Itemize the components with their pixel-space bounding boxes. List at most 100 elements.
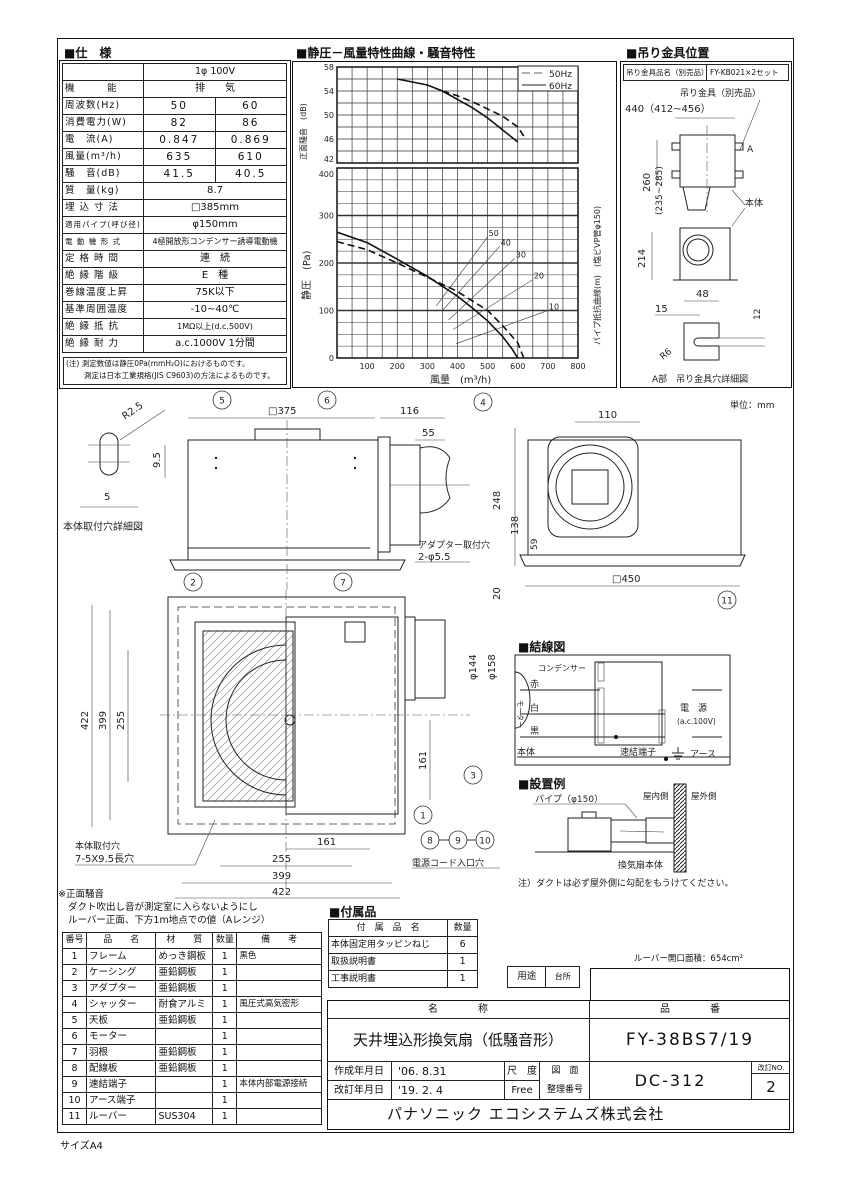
chart-box <box>292 61 617 388</box>
title-block: 名 称 品 番 天井埋込形換気扇（低騒音形） FY-38BS7/19 作成年月日… <box>327 968 790 1130</box>
noise-note-title: ※正面騒音 <box>58 889 104 900</box>
parts-cell <box>236 1044 322 1061</box>
created-date: '06. 8.31 <box>392 1062 505 1081</box>
spec-value-60hz: 610 <box>214 148 287 166</box>
spec-label: 機 能 <box>62 80 144 98</box>
parts-cell <box>155 1028 214 1045</box>
parts-cell: 2 <box>62 964 87 981</box>
wiring-title: ■結線図 <box>518 640 566 654</box>
spec-value-50hz: 41.5 <box>143 165 216 183</box>
revised-date: '19. 2. 4 <box>392 1081 505 1100</box>
number-header: 品 番 <box>590 1000 790 1019</box>
spec-value: 75K以下 <box>143 284 287 302</box>
spec-row: 埋 込 寸 法□385mm <box>62 199 287 217</box>
drawing-label: 図 面 <box>551 1066 579 1076</box>
spec-value: φ150mm <box>143 216 287 234</box>
parts-cell: 1 <box>212 1044 238 1061</box>
parts-cell: 亜鉛鋼板 <box>155 1044 214 1061</box>
parts-cell: SUS304 <box>155 1108 214 1125</box>
parts-cell: 1 <box>212 980 238 997</box>
spec-value-50hz: 82 <box>143 114 216 132</box>
noise-note-line2: ルーバー正面、下方1m地点での値（Aレンジ） <box>68 915 271 926</box>
parts-cell: 11 <box>62 1108 87 1125</box>
parts-cell: ケーシング <box>85 964 157 981</box>
parts-cell: 1 <box>212 1076 238 1093</box>
accessory-name: 本体固定用タッピンねじ <box>327 936 449 954</box>
parts-cell: 9 <box>62 1076 87 1093</box>
spec-value-60hz: 40.5 <box>214 165 287 183</box>
spec-label: 巻線温度上昇 <box>62 284 144 302</box>
parts-cell: 亜鉛鋼板 <box>155 980 214 997</box>
parts-cell: 1 <box>62 948 87 965</box>
spec-label: 騒 音(dB) <box>62 165 144 183</box>
parts-cell: 4 <box>62 996 87 1013</box>
parts-cell: 10 <box>62 1092 87 1109</box>
parts-cell: 亜鉛鋼板 <box>155 964 214 981</box>
bracket-box <box>620 61 792 388</box>
spec-value: 8.7 <box>143 182 287 200</box>
scale-value: Free <box>505 1081 540 1100</box>
parts-header-row: 番号品 名材 質数量備 考 <box>62 932 322 949</box>
parts-cell: 1 <box>212 964 238 981</box>
spec-note-1: (注) 測定数値は静圧0Pa(mmH₂O)におけるものです。 <box>66 359 250 368</box>
parts-header: 材 質 <box>155 932 214 949</box>
created-label: 作成年月日 <box>327 1062 392 1081</box>
parts-cell: 配線板 <box>85 1060 157 1077</box>
spec-title: ■仕 様 <box>64 46 112 60</box>
parts-cell: 黒色 <box>236 948 322 965</box>
spec-label: 消費電力(W) <box>62 114 144 132</box>
parts-cell: 6 <box>62 1028 87 1045</box>
bracket-product-value: FY-KB021×2セット <box>710 68 779 77</box>
parts-cell: 亜鉛鋼板 <box>155 1060 214 1077</box>
spec-value-50hz: 0.847 <box>143 131 216 149</box>
parts-cell <box>236 964 322 981</box>
spec-value-60hz: 60 <box>214 97 287 115</box>
parts-header: 備 考 <box>236 932 322 949</box>
product-number: FY-38BS7/19 <box>590 1019 790 1062</box>
spec-value-60hz: 86 <box>214 114 287 132</box>
accessories-header: 付 属 品 名 <box>327 919 449 937</box>
name-header: 名 称 <box>327 1000 590 1019</box>
parts-cell: フレーム <box>85 948 157 965</box>
parts-header: 番号 <box>62 932 87 949</box>
parts-cell: めっき鋼板 <box>155 948 214 965</box>
parts-cell: ルーバー <box>85 1108 157 1125</box>
spec-corner <box>62 63 144 81</box>
usage-table: 用途台所 <box>506 966 580 988</box>
parts-cell: アース端子 <box>85 1092 157 1109</box>
parts-cell <box>236 1060 322 1077</box>
parts-cell: 1 <box>212 1012 238 1029</box>
spec-label: 風量(m³/h) <box>62 148 144 166</box>
spec-label: 基準周囲温度 <box>62 301 144 319</box>
noise-note-line1: ダクト吹出し音が測定室に入らないようにし <box>68 902 258 913</box>
spec-label: 電 動 機 形 式 <box>62 233 144 251</box>
spec-value: E 種 <box>143 267 287 285</box>
accessory-name: 工事説明書 <box>327 970 449 988</box>
install-title: ■設置例 <box>518 777 566 791</box>
spec-value: 1MΩ以上(d.c.500V) <box>143 318 287 336</box>
spec-label: 埋 込 寸 法 <box>62 199 144 217</box>
parts-cell <box>236 1092 322 1109</box>
chart-title: ■静圧－風量特性曲線・騒音特性 <box>296 46 476 60</box>
parts-cell: 5 <box>62 1012 87 1029</box>
parts-cell <box>236 1028 322 1045</box>
